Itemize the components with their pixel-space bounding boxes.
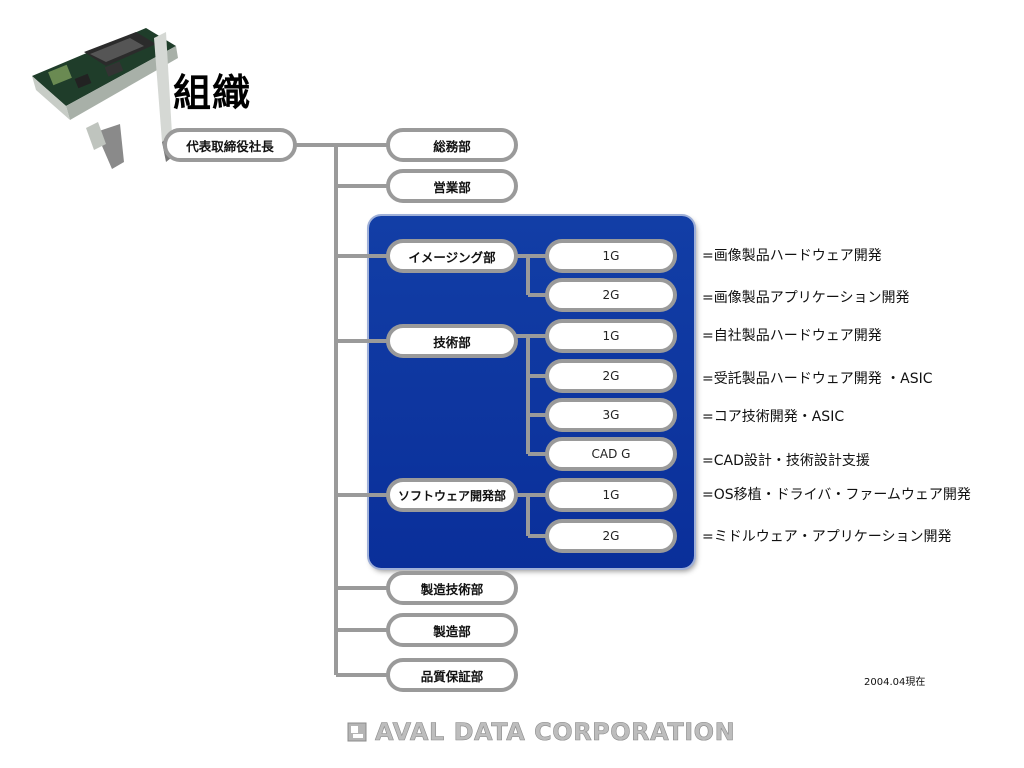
- group-description: =OS移植・ドライバ・ファームウェア開発: [702, 487, 971, 503]
- group-description: =CAD設計・技術設計支援: [702, 453, 870, 469]
- group-description: =画像製品ハードウェア開発: [702, 248, 882, 264]
- dept-node-soumu: 総務部: [386, 128, 518, 162]
- page-title: 組織: [173, 71, 252, 115]
- group-node-gijutsu-cadg: CAD G: [545, 437, 677, 471]
- group-node-software-1g: 1G: [545, 478, 677, 512]
- group-node-imaging-2g: 2G: [545, 278, 677, 312]
- dept-node-gijutsu: 技術部: [386, 324, 518, 358]
- group-node-gijutsu-2g: 2G: [545, 359, 677, 393]
- company-footer: AVAL DATA CORPORATION: [347, 718, 735, 746]
- group-description: =ミドルウェア・アプリケーション開発: [702, 529, 952, 545]
- group-node-imaging-1g: 1G: [545, 239, 677, 273]
- group-description: =自社製品ハードウェア開発: [702, 328, 882, 344]
- group-node-software-2g: 2G: [545, 519, 677, 553]
- dept-node-imaging: イメージング部: [386, 239, 518, 273]
- dept-node-software: ソフトウェア開発部: [386, 478, 518, 512]
- as-of-date: 2004.04現在: [864, 677, 926, 688]
- root-node-president: 代表取締役社長: [163, 128, 297, 162]
- group-description: =コア技術開発・ASIC: [702, 409, 845, 425]
- dept-node-seizo: 製造部: [386, 613, 518, 647]
- group-node-gijutsu-1g: 1G: [545, 319, 677, 353]
- group-description: =受託製品ハードウェア開発 ・ASIC: [702, 371, 933, 387]
- company-name: AVAL DATA CORPORATION: [375, 718, 736, 747]
- group-description: =画像製品アプリケーション開発: [702, 290, 910, 306]
- circuit-board-image: [32, 28, 178, 169]
- dept-node-hinshitsu: 品質保証部: [386, 658, 518, 692]
- dept-node-seizo-gijutsu: 製造技術部: [386, 571, 518, 605]
- company-logo-icon: [347, 722, 367, 742]
- group-node-gijutsu-3g: 3G: [545, 398, 677, 432]
- dept-node-eigyo: 営業部: [386, 169, 518, 203]
